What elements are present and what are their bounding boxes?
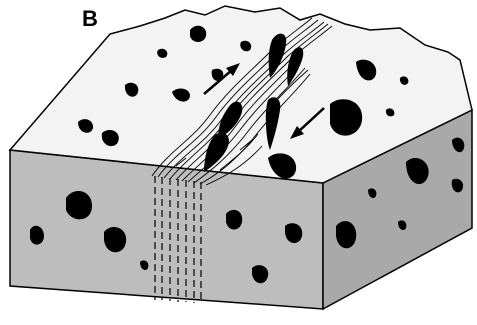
clast <box>66 191 92 219</box>
clast <box>190 26 206 42</box>
clast <box>226 210 242 230</box>
panel-label: B <box>82 8 98 30</box>
clast <box>336 221 356 248</box>
